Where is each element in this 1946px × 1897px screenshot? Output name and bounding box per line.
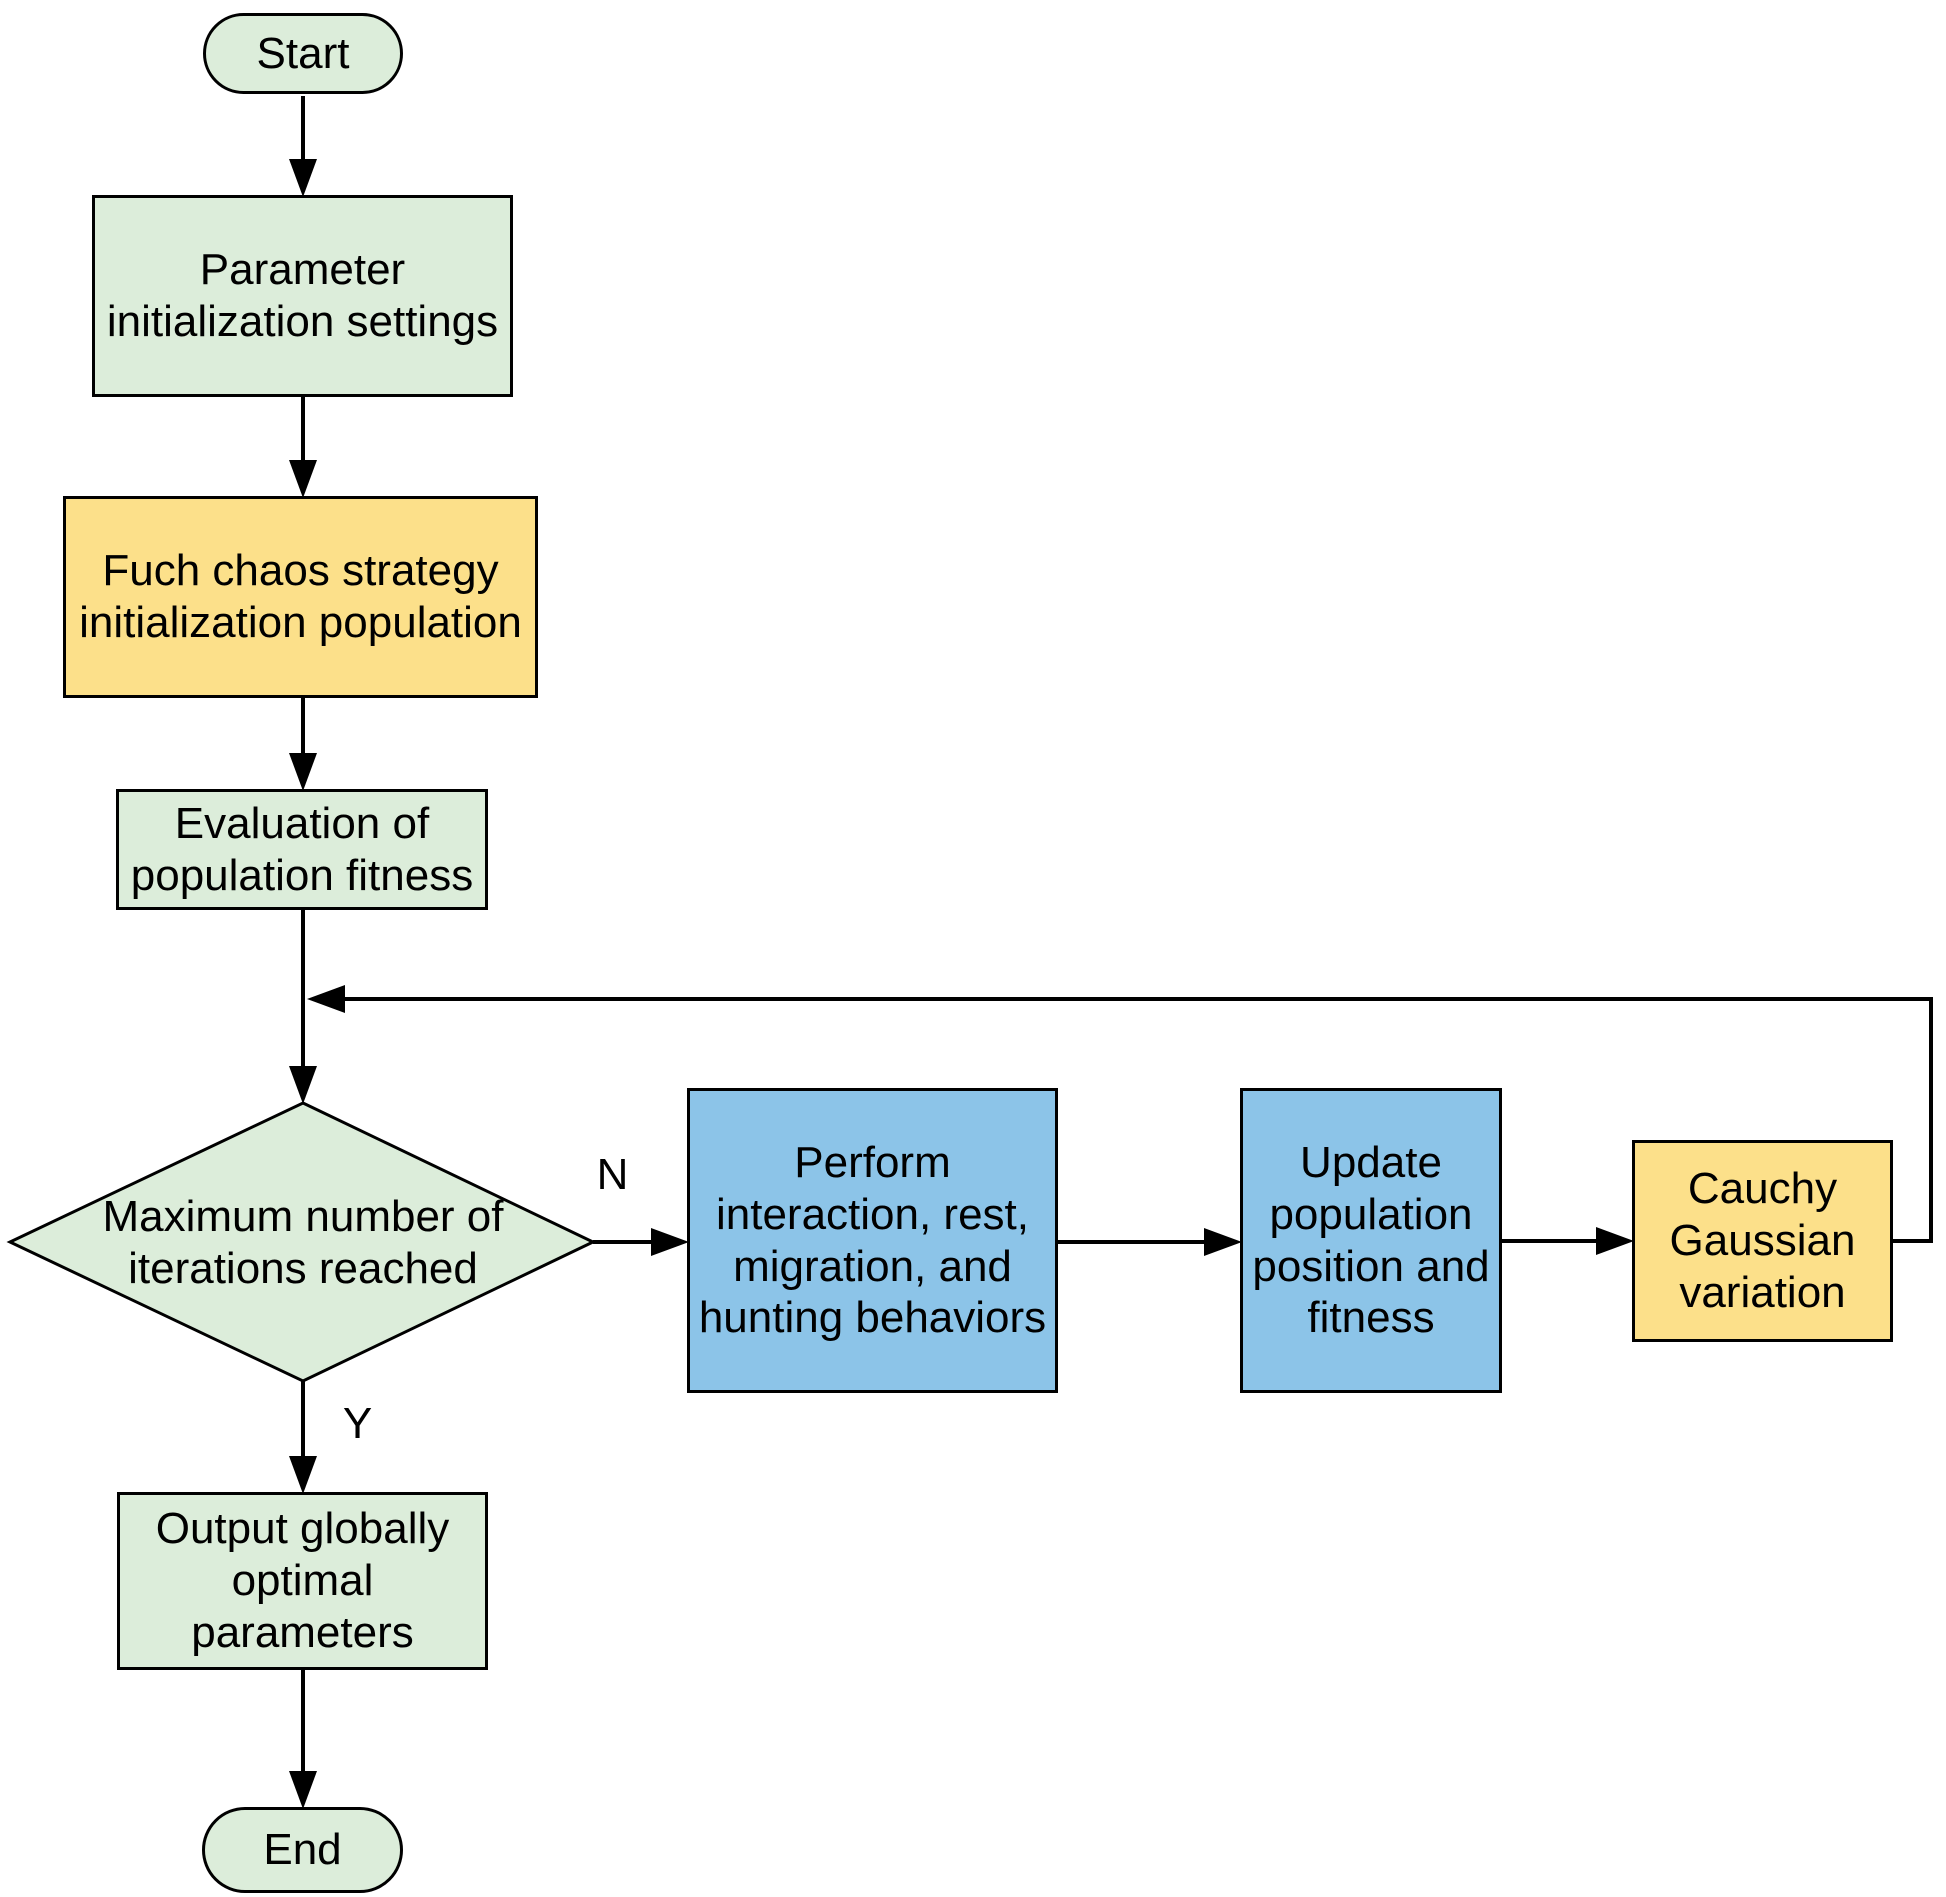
- process-parameter-initialization: Parameter initialization settings: [92, 195, 513, 397]
- arrowhead-into-eval: [289, 753, 317, 791]
- process-cauchy-gaussian-variation: Cauchy Gaussian variation: [1632, 1140, 1893, 1342]
- start-terminal: Start: [203, 13, 403, 94]
- process-evaluate-fitness: Evaluation of population fitness: [116, 789, 488, 910]
- branch-label-no: N: [596, 1150, 629, 1199]
- process-update-population: Update population position and fitness: [1240, 1088, 1502, 1393]
- arrowhead-into-perform: [651, 1228, 689, 1256]
- process-perform-behaviors: Perform interaction, rest, migration, an…: [687, 1088, 1058, 1393]
- edge-loop-back: [345, 997, 1933, 1243]
- arrowhead-loop-junction: [307, 985, 345, 1013]
- decision-max-iterations-label: Maximum number of iterations reached: [102, 1192, 504, 1293]
- decision-diamond-shape: [6, 1101, 597, 1383]
- arrowhead-into-param: [289, 159, 317, 197]
- arrowhead-into-cauchy: [1596, 1227, 1634, 1255]
- process-fuch-chaos-initialization: Fuch chaos strategy initialization popul…: [63, 496, 538, 698]
- arrowhead-into-end: [289, 1771, 317, 1809]
- end-terminal: End: [202, 1807, 403, 1893]
- arrowhead-into-update: [1204, 1228, 1242, 1256]
- branch-label-yes: Y: [342, 1399, 373, 1448]
- arrowhead-into-output: [289, 1456, 317, 1494]
- arrowhead-into-fuch: [289, 460, 317, 498]
- process-output-optimal-parameters: Output globally optimal parameters: [117, 1492, 488, 1670]
- arrowhead-into-decision: [289, 1066, 317, 1104]
